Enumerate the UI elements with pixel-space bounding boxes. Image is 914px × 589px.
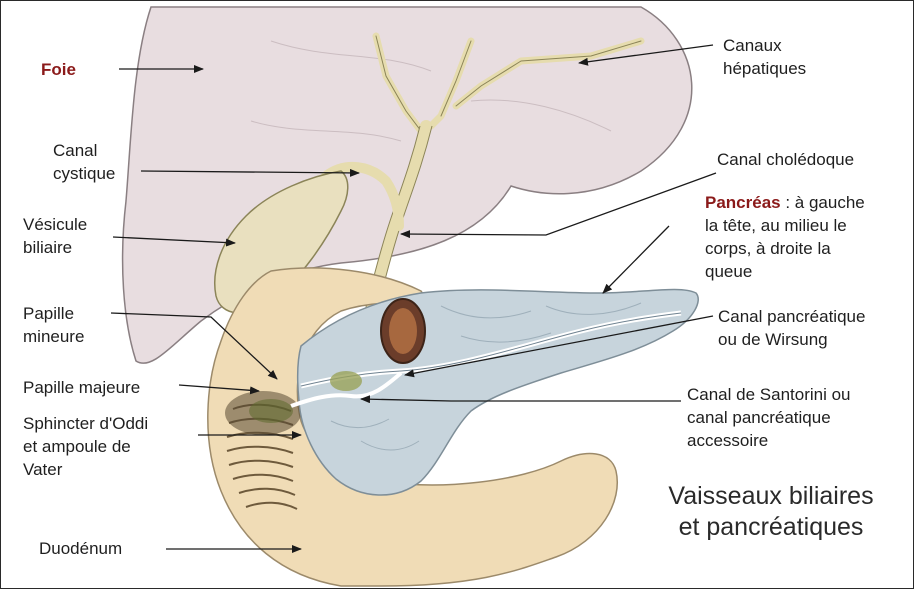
label-canal-cystique: Canal cystique bbox=[53, 139, 115, 185]
label-papille-majeure: Papille majeure bbox=[23, 376, 140, 399]
label-papille-mineure: Papille mineure bbox=[23, 302, 84, 348]
diagram-title: Vaisseaux biliaires et pancréatiques bbox=[641, 481, 901, 543]
label-canal-wirsung: Canal pancréatique ou de Wirsung bbox=[718, 305, 865, 351]
label-duodenum: Duodénum bbox=[39, 537, 122, 560]
label-vesicule-biliaire: Vésicule biliaire bbox=[23, 213, 87, 259]
label-pancreas: Pancréas : à gauche la tête, au milieu l… bbox=[705, 191, 865, 283]
label-canaux-hepatiques: Canaux hépatiques bbox=[723, 34, 806, 80]
label-foie: Foie bbox=[41, 58, 76, 81]
label-canal-santorini: Canal de Santorini ou canal pancréatique… bbox=[687, 383, 851, 452]
label-sphincter-oddi: Sphincter d'Oddi et ampoule de Vater bbox=[23, 412, 148, 481]
label-canal-choledoque: Canal cholédoque bbox=[717, 148, 854, 171]
